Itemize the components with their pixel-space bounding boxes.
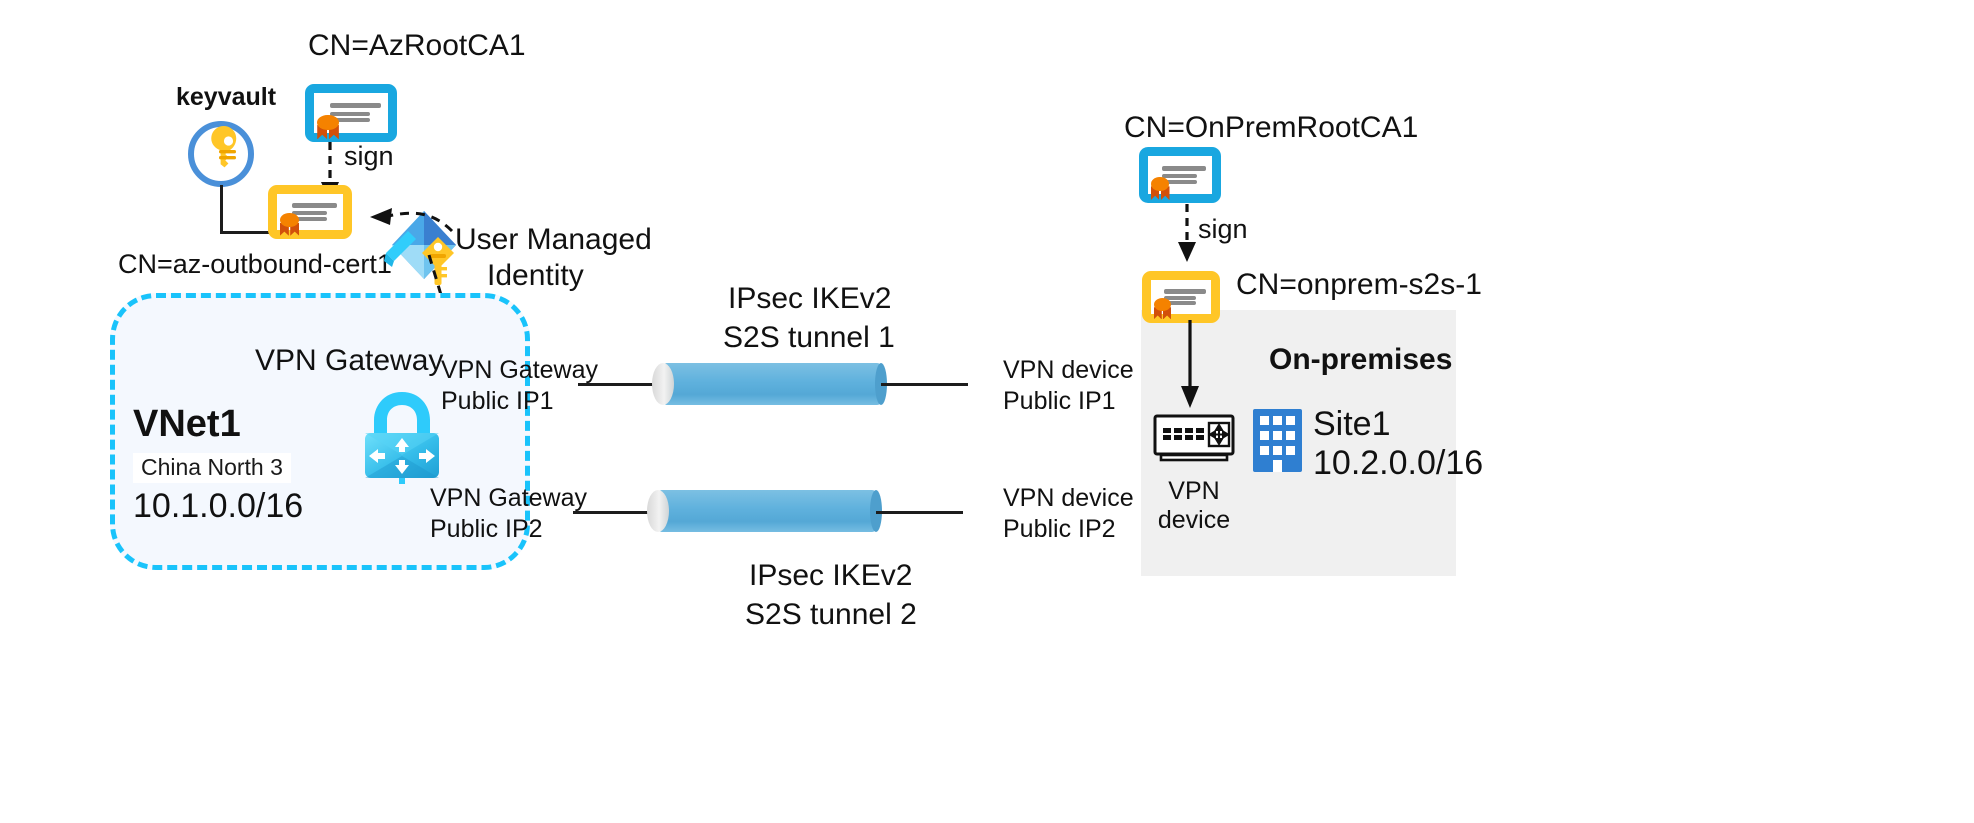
vpn-device-router-icon — [1153, 414, 1235, 462]
keyvault-connector-horizontal — [220, 231, 275, 234]
vnet1-region-chip: China North 3 — [133, 453, 291, 483]
key-glyph-icon — [211, 126, 237, 168]
az-outbound-certificate-icon — [268, 185, 352, 239]
ipsec-tunnel-1 — [652, 363, 887, 405]
device-public-ip2-line1: VPN device — [1003, 484, 1134, 512]
cert-lines — [291, 202, 338, 221]
device-public-ip1-line2: Public IP1 — [1003, 387, 1116, 415]
keyvault-label: keyvault — [176, 83, 277, 111]
gw-public-ip1-line2: Public IP1 — [441, 387, 554, 415]
vpn-gateway-lock-icon — [365, 392, 439, 484]
cert-seal-icon — [1149, 176, 1171, 201]
vnet1-cidr: 10.1.0.0/16 — [133, 487, 304, 525]
vpn-device-label-line1: VPN — [1168, 477, 1220, 505]
gw-public-ip1-line1: VPN Gateway — [441, 356, 599, 384]
tunnel2-right-connector — [876, 511, 963, 514]
gw-public-ip2-line2: Public IP2 — [430, 515, 543, 543]
azure-sign-label: sign — [344, 141, 394, 171]
cert-lines — [1162, 164, 1207, 185]
device-public-ip1-line1: VPN device — [1003, 356, 1134, 384]
gw-public-ip2-line1: VPN Gateway — [430, 484, 588, 512]
cert-seal-icon — [315, 114, 340, 140]
vnet1-name: VNet1 — [133, 403, 241, 445]
keyvault-ring — [188, 121, 254, 187]
onprem-root-ca-certificate-icon — [1139, 147, 1221, 203]
site1-building-icon — [1253, 409, 1302, 472]
device-public-ip2-line2: Public IP2 — [1003, 515, 1116, 543]
tunnel2-left-connector — [573, 511, 659, 514]
onprem-device-cert-label: CN=onprem-s2s-1 — [1236, 268, 1482, 301]
tunnel2-title-line2: S2S tunnel 2 — [745, 598, 917, 631]
identity-to-cert-arrow-icon — [370, 208, 454, 233]
cert-lines — [330, 102, 382, 124]
keyvault-icon — [188, 121, 254, 187]
identity-label-line1: User Managed — [455, 223, 652, 256]
cert-seal-icon — [278, 213, 300, 236]
tunnel1-title-line1: IPsec IKEv2 — [728, 282, 892, 315]
az-outbound-cert-label: CN=az-outbound-cert1 — [118, 249, 392, 279]
tunnel2-end-cap — [647, 490, 669, 532]
cert-lines — [1164, 287, 1206, 306]
onprem-sign-label: sign — [1198, 214, 1248, 244]
vpn-gateway-label: VPN Gateway — [255, 344, 444, 377]
identity-label-line2: Identity — [487, 259, 584, 292]
tunnel1-left-connector — [578, 383, 664, 386]
tunnel1-end-cap — [652, 363, 674, 405]
onprem-sign-arrow-icon — [1178, 204, 1196, 262]
site1-cidr: 10.2.0.0/16 — [1313, 444, 1484, 482]
tunnel1-right-connector — [881, 383, 968, 386]
onprem-root-ca-label: CN=OnPremRootCA1 — [1124, 111, 1419, 144]
onpremises-title: On-premises — [1269, 343, 1453, 376]
vnet1-container: VPN Gateway VNet1 China North 3 10.1.0.0… — [110, 293, 530, 570]
tunnel1-title-line2: S2S tunnel 1 — [723, 321, 895, 354]
cert-to-device-arrow-icon — [1181, 320, 1199, 408]
azroot-ca-certificate-icon — [305, 84, 397, 142]
tunnel2-title-line1: IPsec IKEv2 — [749, 559, 913, 592]
cert-seal-icon — [1152, 298, 1172, 320]
azroot-ca-label: CN=AzRootCA1 — [308, 29, 526, 62]
vpn-device-label-line2: device — [1157, 506, 1231, 534]
ipsec-tunnel-2 — [647, 490, 882, 532]
site1-name: Site1 — [1313, 405, 1391, 443]
keyvault-connector-vertical — [220, 185, 223, 233]
onprem-device-certificate-icon — [1142, 271, 1220, 323]
